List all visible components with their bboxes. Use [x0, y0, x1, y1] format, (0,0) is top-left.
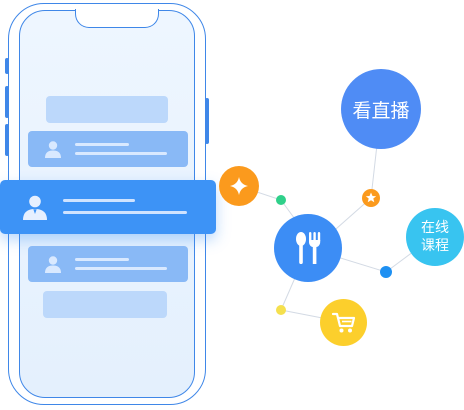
- cart-bubble[interactable]: [320, 299, 367, 346]
- diamond-bubble[interactable]: [219, 166, 259, 206]
- live-label: 看直播: [352, 99, 410, 122]
- user-icon: [45, 256, 61, 273]
- user-icon: [45, 141, 61, 158]
- course-bubble[interactable]: 在线 课程: [406, 208, 464, 266]
- user-icon: [23, 195, 47, 220]
- list-item-title-line: [75, 258, 129, 261]
- list-item-subtitle-line: [63, 211, 187, 214]
- phone-power-button: [205, 98, 209, 144]
- list-item[interactable]: [28, 246, 188, 282]
- spoon-fork-icon: [296, 232, 321, 264]
- diamond-icon: [230, 177, 248, 195]
- list-item-title-line: [75, 143, 129, 146]
- course-label-line1: 在线: [421, 220, 449, 236]
- list-item-selected[interactable]: [0, 180, 216, 234]
- connector-dot: [380, 266, 392, 278]
- connector-dot: [276, 305, 286, 315]
- placeholder-bar: [46, 96, 168, 123]
- live-bubble[interactable]: 看直播: [341, 69, 421, 149]
- star-icon[interactable]: [362, 189, 380, 207]
- food-bubble[interactable]: [274, 214, 342, 282]
- phone-side-button: [5, 86, 9, 118]
- connector-dot: [276, 195, 286, 205]
- phone-side-button: [5, 124, 9, 156]
- phone-side-button: [5, 58, 9, 74]
- shopping-cart-icon: [331, 312, 355, 332]
- list-item-title-line: [63, 199, 135, 202]
- placeholder-bar: [43, 291, 167, 318]
- course-label-line2: 课程: [421, 238, 449, 254]
- list-item[interactable]: [28, 131, 188, 167]
- list-item-subtitle-line: [75, 152, 167, 155]
- list-item-subtitle-line: [75, 267, 167, 270]
